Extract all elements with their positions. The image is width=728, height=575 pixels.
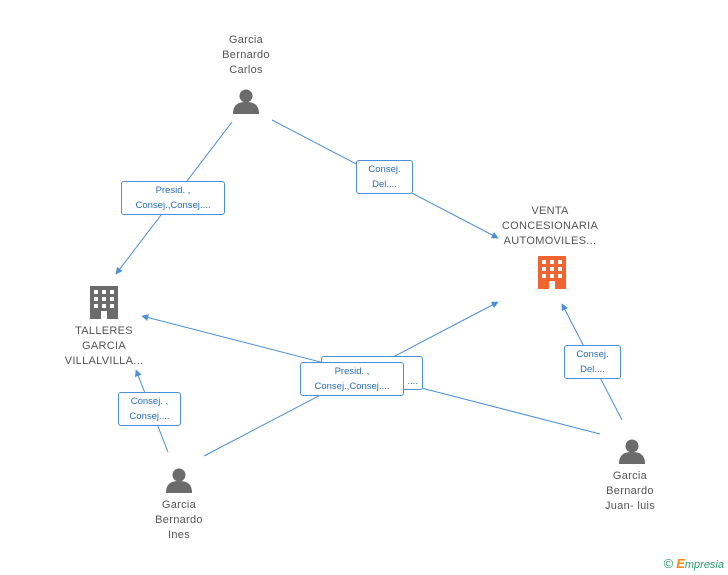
node-label-line: VENTA	[531, 205, 569, 217]
node-label-line: Bernardo	[606, 485, 654, 497]
node-label-line: Bernardo	[155, 514, 203, 526]
node-label-line: Garcia	[612, 470, 648, 482]
node-label-venta[interactable]: VENTA CONCESIONARIA AUTOMOVILES...	[490, 204, 610, 249]
node-label-carlos[interactable]: Garcia Bernardo Carlos	[196, 33, 296, 78]
edge-label-juanluis-venta[interactable]: Consej. Del....	[564, 345, 621, 379]
edge-label-line: Del....	[372, 179, 397, 190]
node-label-line: VILLALVILLA...	[64, 355, 144, 367]
edge-label-ines-talleres[interactable]: Consej. , Consej....	[118, 392, 181, 426]
node-label-line: GARCIA	[82, 340, 126, 352]
edge-label-line: Consej.,Consej....	[135, 200, 211, 211]
edge-label-line: Del....	[580, 364, 605, 375]
node-label-line: Ines	[168, 529, 190, 541]
person-icon[interactable]	[619, 439, 645, 465]
edge-label-line: Presid. ,	[334, 366, 370, 377]
node-label-line: Bernardo	[222, 49, 270, 61]
node-label-line: Juan- luis	[604, 500, 656, 512]
edge-label-line: Consej....	[129, 411, 170, 422]
edge-label-line: Consej. ,	[130, 396, 169, 407]
node-label-line: TALLERES	[75, 325, 133, 337]
node-label-line: Carlos	[229, 64, 263, 76]
person-icon[interactable]	[166, 468, 192, 494]
node-label-line: Garcia	[161, 499, 197, 511]
brand-logo: ©Empresia	[664, 556, 724, 571]
node-label-juanluis[interactable]: Garcia Bernardo Juan- luis	[580, 469, 680, 514]
edge-label-carlos-talleres[interactable]: Presid. , Consej.,Consej....	[121, 181, 225, 215]
copyright-icon: ©	[663, 556, 674, 571]
edge-label-line: Consej.	[576, 349, 609, 360]
node-label-line: AUTOMOVILES...	[503, 235, 597, 247]
person-icon[interactable]	[233, 89, 259, 115]
node-label-ines[interactable]: Garcia Bernardo Ines	[129, 498, 229, 543]
edge-label-line: ....	[407, 376, 418, 387]
brand-name: mpresia	[684, 559, 724, 571]
brand-initial: E	[676, 556, 685, 571]
node-label-talleres[interactable]: TALLERES GARCIA VILLALVILLA...	[54, 324, 154, 369]
node-label-line: Garcia	[228, 34, 264, 46]
edge-label-ines-venta[interactable]: Presid. , Consej.,Consej....	[300, 362, 404, 396]
edge-label-line: Consej.	[368, 164, 401, 175]
edge-label-line: Consej.,Consej....	[314, 381, 390, 392]
edge-label-carlos-venta[interactable]: Consej. Del....	[356, 160, 413, 194]
building-icon[interactable]	[90, 286, 118, 319]
node-label-line: CONCESIONARIA	[501, 220, 599, 232]
building-icon[interactable]	[538, 256, 566, 289]
edge-label-line: Presid. ,	[155, 185, 191, 196]
